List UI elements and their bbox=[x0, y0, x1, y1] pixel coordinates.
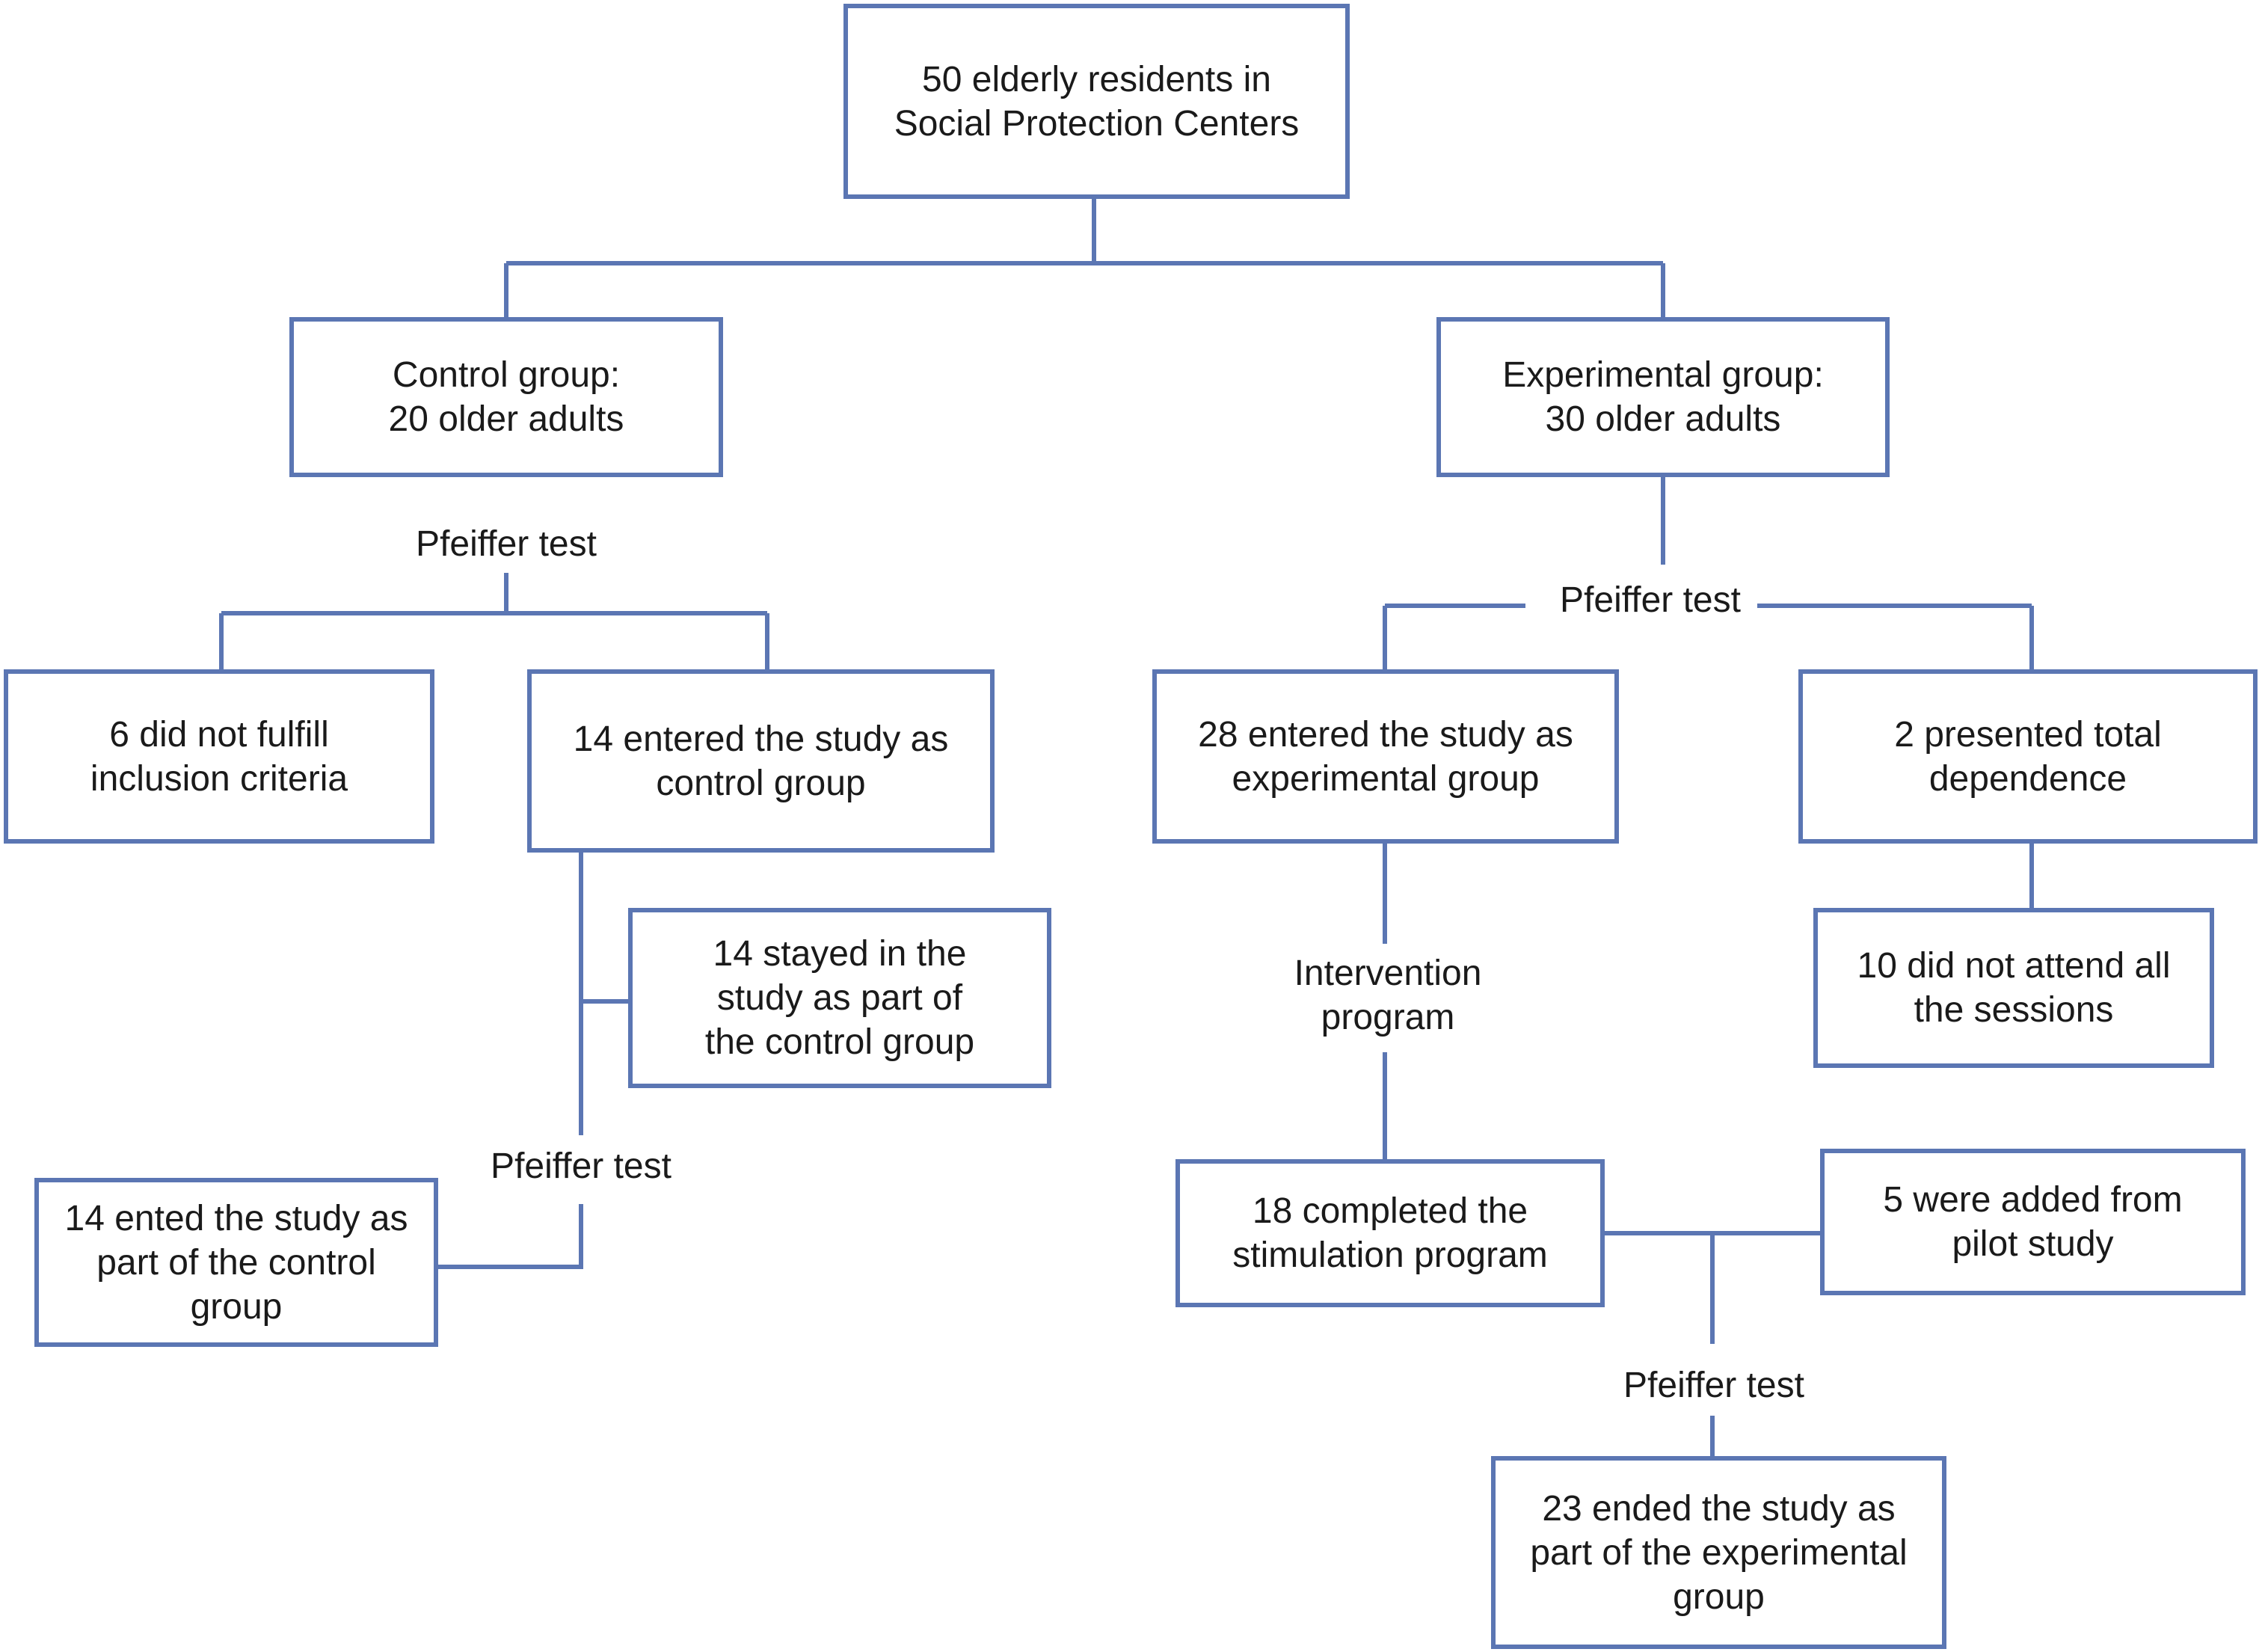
root-box: 50 elderly residents in Social Protectio… bbox=[843, 4, 1350, 199]
not-fulfill-box: 6 did not fulfill inclusion criteria bbox=[4, 669, 434, 844]
ended-control-box: 14 ented the study as part of the contro… bbox=[34, 1178, 438, 1347]
completed-stimulation-box: 18 completed the stimulation program bbox=[1175, 1159, 1605, 1307]
added-pilot-box: 5 were added from pilot study bbox=[1820, 1149, 2246, 1295]
pfeiffer-test-label-experimental: Pfeiffer test bbox=[1549, 578, 1751, 622]
connector-to-ended-control bbox=[438, 1204, 583, 1269]
ended-experimental-box: 23 ended the study as part of the experi… bbox=[1491, 1456, 1946, 1649]
control-group-box: Control group: 20 older adults bbox=[289, 317, 723, 477]
entered-control-box: 14 entered the study as control group bbox=[527, 669, 995, 853]
stayed-control-box: 14 stayed in the study as part of the co… bbox=[628, 908, 1051, 1088]
not-attend-box: 10 did not attend all the sessions bbox=[1813, 908, 2214, 1068]
experimental-group-box: Experimental group: 30 older adults bbox=[1436, 317, 1890, 477]
total-dependence-box: 2 presented total dependence bbox=[1798, 669, 2258, 844]
entered-experimental-box: 28 entered the study as experimental gro… bbox=[1152, 669, 1619, 844]
pfeiffer-test-label-control-end: Pfeiffer test bbox=[480, 1144, 682, 1188]
intervention-program-label: Intervention program bbox=[1283, 951, 1493, 1040]
pfeiffer-test-label-experimental-end: Pfeiffer test bbox=[1613, 1363, 1815, 1407]
pfeiffer-test-label-control: Pfeiffer test bbox=[405, 522, 607, 566]
